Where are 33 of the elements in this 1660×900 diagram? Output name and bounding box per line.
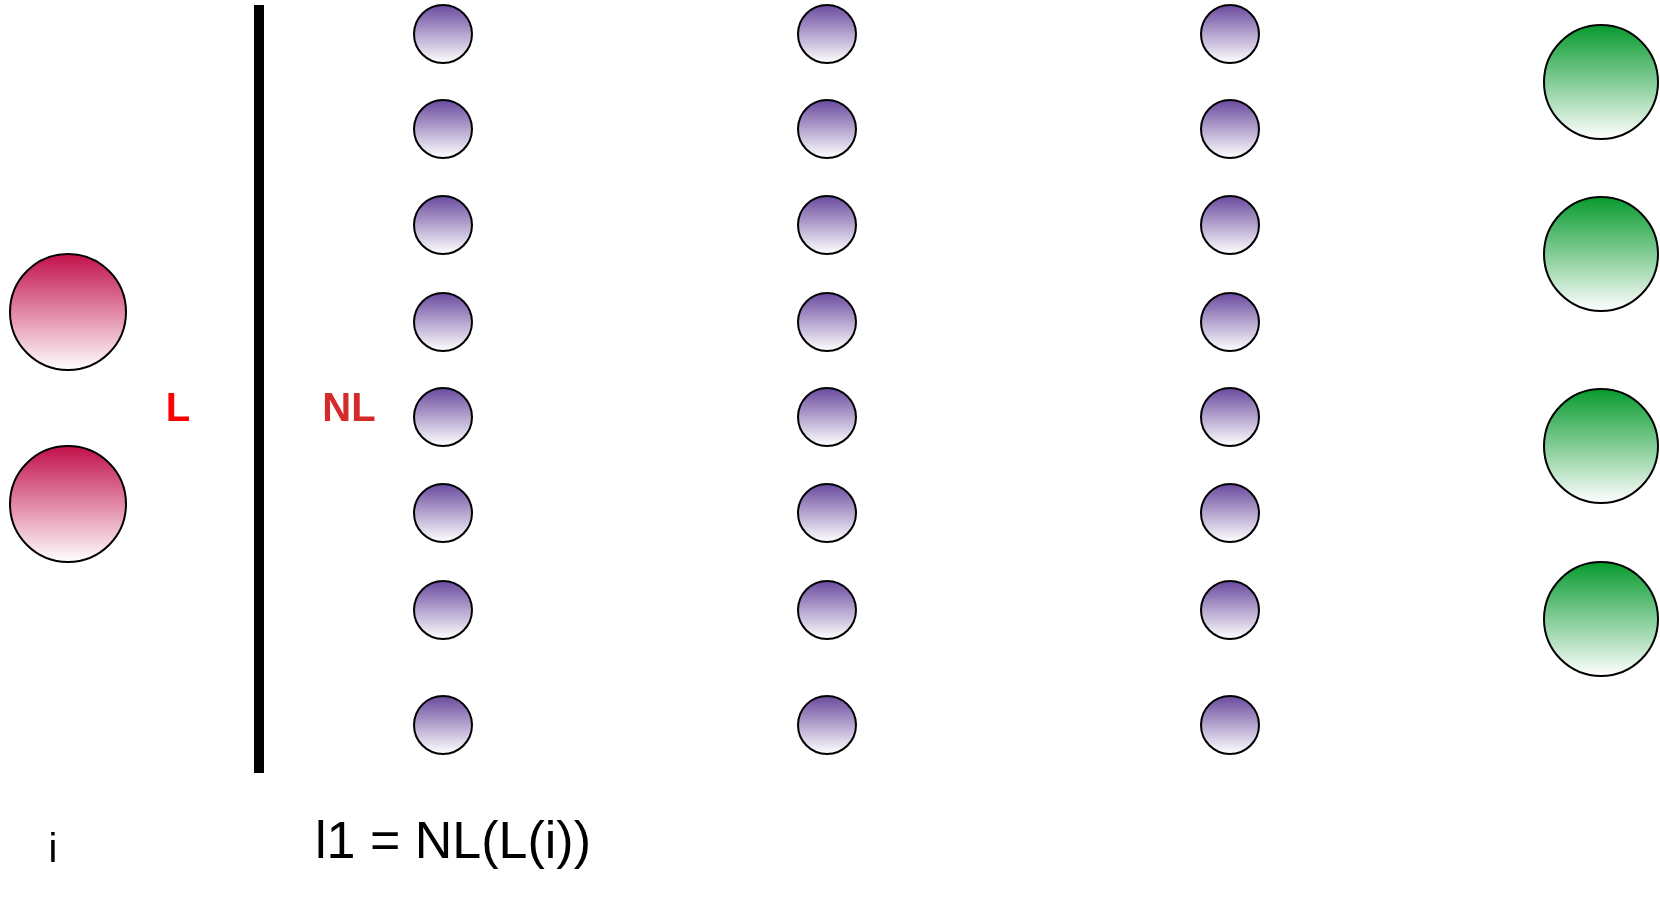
neuron-circle	[1543, 24, 1659, 140]
neuron-circle	[1200, 292, 1260, 352]
neuron-circle	[797, 4, 857, 64]
neuron-circle	[1200, 695, 1260, 755]
neuron-circle	[797, 580, 857, 640]
neuron-circle	[1200, 99, 1260, 159]
neuron-circle	[1200, 4, 1260, 64]
input-label: i	[48, 828, 58, 868]
neuron-circle	[1543, 196, 1659, 312]
neuron-circle	[797, 292, 857, 352]
neuron-circle	[9, 253, 127, 371]
neuron-circle	[413, 292, 473, 352]
neuron-circle	[413, 4, 473, 64]
neuron-circle	[9, 445, 127, 563]
neuron-circle	[1200, 387, 1260, 447]
neuron-circle	[797, 483, 857, 543]
neuron-circle	[413, 695, 473, 755]
neuron-circle	[797, 99, 857, 159]
neuron-circle	[413, 99, 473, 159]
neuron-circle	[1200, 195, 1260, 255]
neuron-circle	[797, 695, 857, 755]
neuron-circle	[1200, 483, 1260, 543]
layer-label: L	[165, 387, 191, 427]
neuron-circle	[413, 195, 473, 255]
neuron-circle	[1543, 388, 1659, 504]
neuron-circle	[1200, 580, 1260, 640]
neuron-circle	[797, 387, 857, 447]
neuron-circle	[413, 580, 473, 640]
neuron-circle	[413, 387, 473, 447]
layer-label: NL	[322, 387, 376, 427]
neuron-circle	[413, 483, 473, 543]
neuron-circle	[1543, 561, 1659, 677]
neuron-circle	[797, 195, 857, 255]
